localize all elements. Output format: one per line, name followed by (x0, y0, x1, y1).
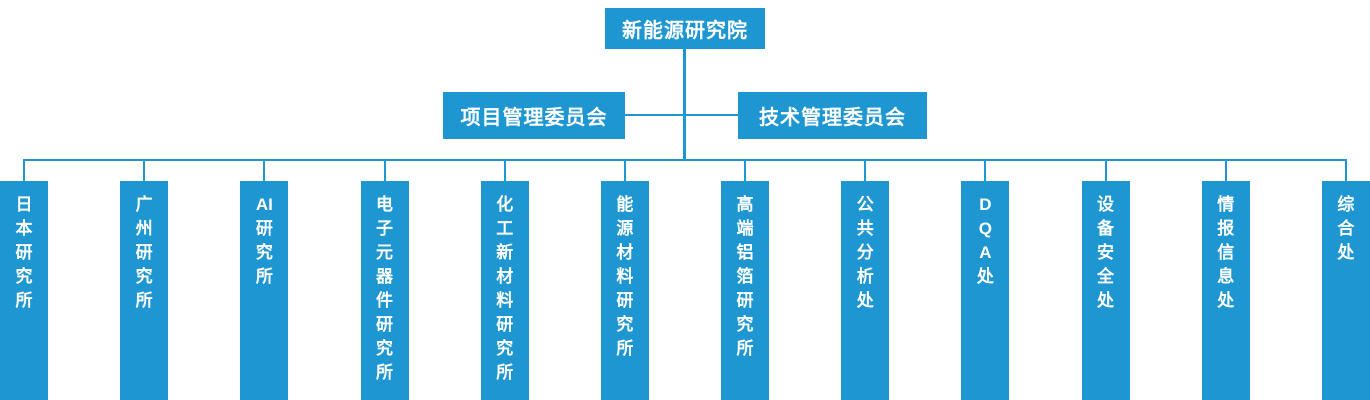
dept-connector (1224, 159, 1227, 181)
dept-11: 综 合 处 (1321, 159, 1370, 400)
dept-8: D Q A 处 (961, 159, 1010, 400)
dept-9: 设 备 安 全 处 (1081, 159, 1130, 400)
dept-box-7: 公 共 分 析 处 (841, 181, 890, 400)
dept-box-10: 情 报 信 息 处 (1201, 181, 1250, 400)
dept-label: 能 源 材 料 研 究 所 (616, 195, 634, 358)
dept-label: 情 报 信 息 处 (1217, 195, 1235, 310)
root-box: 新能源研究院 (605, 8, 765, 49)
distributor-line (24, 159, 1346, 161)
dept-connector (1104, 159, 1107, 181)
dept-box-11: 综 合 处 (1321, 181, 1370, 400)
committee-box-project: 项目管理委员会 (443, 92, 625, 139)
dept-5: 能 源 材 料 研 究 所 (600, 159, 649, 400)
dept-1: 广 州 研 究 所 (120, 159, 169, 400)
dept-connector (623, 159, 626, 181)
left-committee-connector (625, 114, 684, 116)
dept-box-1: 广 州 研 究 所 (120, 181, 169, 400)
dept-connector (263, 159, 266, 181)
dept-6: 高 端 铝 箔 研 究 所 (721, 159, 770, 400)
dept-connector (864, 159, 867, 181)
dept-box-5: 能 源 材 料 研 究 所 (600, 181, 649, 400)
dept-connector (503, 159, 506, 181)
dept-connector (143, 159, 146, 181)
dept-label: 电 子 元 器 件 研 究 所 (376, 195, 394, 382)
dept-label: AI 研 究 所 (255, 195, 273, 286)
dept-connector (383, 159, 386, 181)
dept-connector (23, 159, 25, 181)
dept-box-9: 设 备 安 全 处 (1081, 181, 1130, 400)
dept-connector (744, 159, 747, 181)
dept-connector (1344, 159, 1347, 181)
committee-label: 项目管理委员会 (460, 107, 608, 129)
departments-row: 日 本 研 究 所 广 州 研 究 所 AI 研 究 所 电 子 元 器 件 研… (0, 159, 1370, 400)
dept-box-6: 高 端 铝 箔 研 究 所 (721, 181, 770, 400)
dept-label: 化 工 新 材 料 研 究 所 (496, 195, 514, 382)
dept-connector (984, 159, 987, 181)
dept-box-8: D Q A 处 (961, 181, 1010, 400)
dept-label: D Q A 处 (976, 195, 994, 286)
dept-box-2: AI 研 究 所 (240, 181, 289, 400)
dept-label: 高 端 铝 箔 研 究 所 (736, 195, 754, 358)
dept-2: AI 研 究 所 (240, 159, 289, 400)
committee-box-technology: 技术管理委员会 (738, 92, 927, 139)
dept-4: 化 工 新 材 料 研 究 所 (480, 159, 529, 400)
dept-label: 综 合 处 (1337, 195, 1355, 262)
dept-label: 设 备 安 全 处 (1097, 195, 1115, 310)
dept-10: 情 报 信 息 处 (1201, 159, 1250, 400)
trunk-connector (683, 48, 686, 161)
dept-box-0: 日 本 研 究 所 (0, 181, 48, 400)
dept-0: 日 本 研 究 所 (0, 159, 48, 400)
dept-box-3: 电 子 元 器 件 研 究 所 (360, 181, 409, 400)
committee-label: 技术管理委员会 (759, 107, 906, 129)
dept-3: 电 子 元 器 件 研 究 所 (360, 159, 409, 400)
dept-label: 公 共 分 析 处 (856, 195, 874, 310)
dept-box-4: 化 工 新 材 料 研 究 所 (480, 181, 529, 400)
dept-label: 广 州 研 究 所 (135, 195, 153, 310)
right-committee-connector (686, 114, 738, 116)
dept-7: 公 共 分 析 处 (841, 159, 890, 400)
dept-label: 日 本 研 究 所 (15, 195, 33, 310)
root-label: 新能源研究院 (622, 20, 748, 42)
